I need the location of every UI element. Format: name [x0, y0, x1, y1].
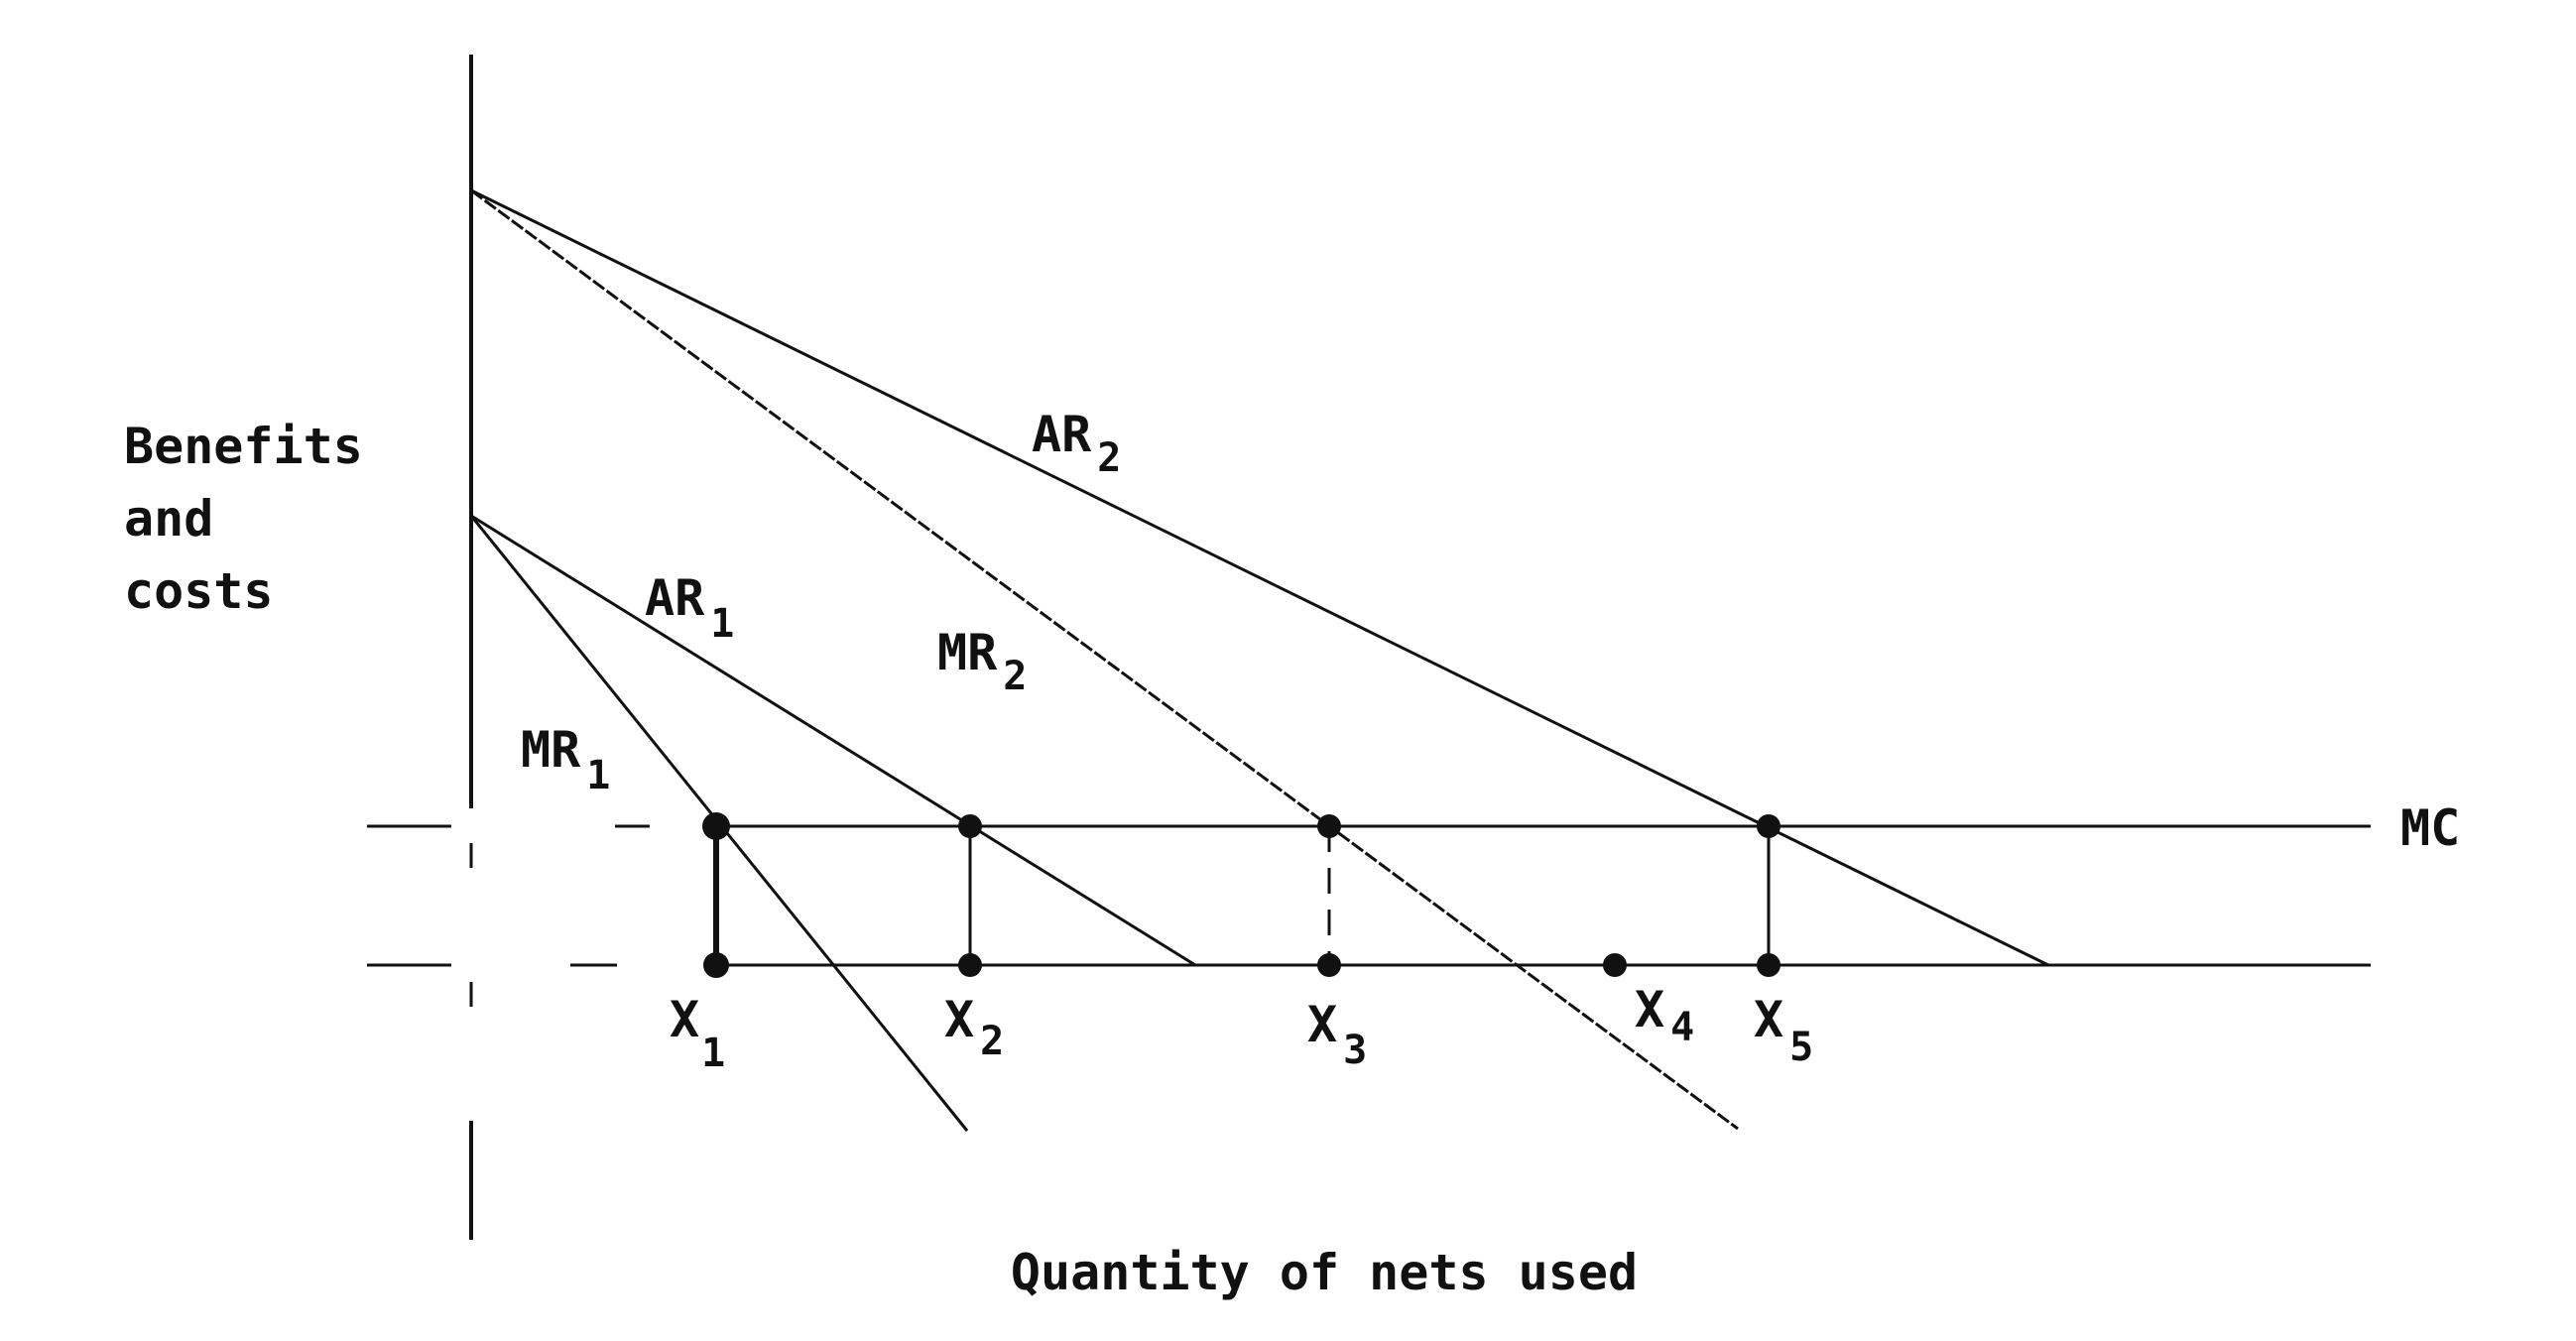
dot-q-x1 — [703, 952, 729, 978]
dot-q-x4 — [1603, 953, 1627, 977]
dot-q-x3 — [1317, 953, 1341, 977]
x-axis-label: Quantity of nets used — [1011, 1244, 1638, 1301]
dot-mc-x5 — [1757, 814, 1780, 838]
dot-mc-x2 — [958, 814, 982, 838]
ar2-curve — [470, 188, 2049, 967]
dot-q-x5 — [1757, 953, 1780, 977]
dot-mc-x1 — [702, 812, 730, 840]
y-axis-label-line2: and — [124, 490, 213, 548]
y-axis-label-line3: costs — [124, 562, 274, 620]
y-axis-label-line1: Benefits — [124, 418, 363, 475]
ar1-curve — [470, 514, 1196, 967]
mr2-curve — [470, 188, 1739, 1131]
label-x1: X1 — [670, 991, 725, 1076]
label-mc: MC — [2400, 799, 2460, 857]
dot-mc-x3 — [1317, 814, 1341, 838]
dot-q-x2 — [958, 953, 982, 977]
